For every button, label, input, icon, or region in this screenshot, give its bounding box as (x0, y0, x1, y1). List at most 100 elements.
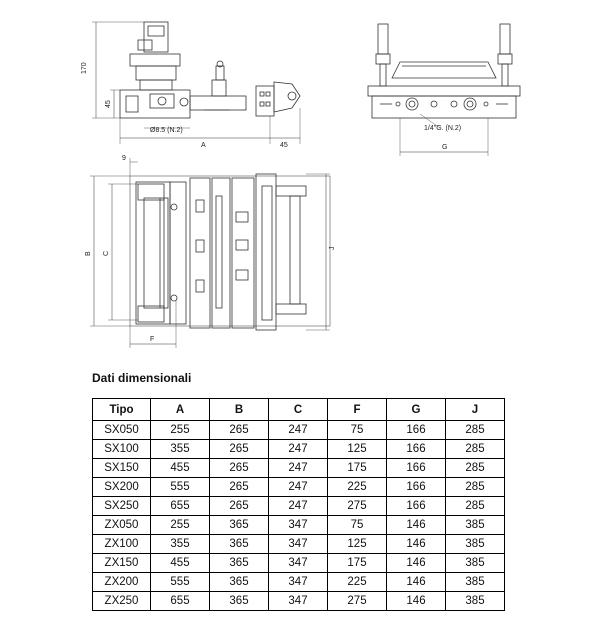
type-cell: SX150 (92, 458, 151, 478)
header-cell: J (445, 398, 505, 421)
value-cell: 385 (445, 553, 505, 573)
type-cell: ZX250 (92, 591, 151, 611)
value-cell: 265 (209, 439, 269, 459)
type-cell: SX250 (92, 496, 151, 516)
value-cell: 275 (327, 591, 387, 611)
value-cell: 166 (386, 458, 446, 478)
value-cell: 365 (209, 572, 269, 592)
value-cell: 347 (268, 591, 328, 611)
dim-inner-label: C (103, 251, 110, 256)
value-cell: 355 (150, 439, 210, 459)
type-cell: ZX050 (92, 515, 151, 535)
value-cell: 385 (445, 591, 505, 611)
dim-width-label: G (442, 144, 447, 151)
value-cell: 225 (327, 477, 387, 497)
dim-length-label: A (201, 142, 206, 149)
value-cell: 175 (327, 553, 387, 573)
value-cell: 385 (445, 572, 505, 592)
value-cell: 247 (268, 496, 328, 516)
side-view (92, 21, 301, 144)
dim-height-lower-label: 45 (105, 100, 112, 108)
section-title: Dati dimensionali (92, 371, 192, 385)
header-cell: C (268, 398, 328, 421)
value-cell: 655 (150, 496, 210, 516)
value-cell: 347 (268, 572, 328, 592)
value-cell: 146 (386, 553, 446, 573)
value-cell: 285 (445, 420, 505, 440)
type-cell: SX200 (92, 477, 151, 497)
value-cell: 247 (268, 420, 328, 440)
type-cell: ZX100 (92, 534, 151, 554)
value-cell: 255 (150, 515, 210, 535)
value-cell: 146 (386, 591, 446, 611)
type-cell: SX100 (92, 439, 151, 459)
value-cell: 265 (209, 458, 269, 478)
value-cell: 265 (209, 420, 269, 440)
value-cell: 225 (327, 572, 387, 592)
value-cell: 385 (445, 515, 505, 535)
dim-right-label: J (329, 247, 336, 251)
value-cell: 365 (209, 534, 269, 554)
hole-callout: Ø8.5 (N.2) (150, 127, 183, 134)
value-cell: 146 (386, 515, 446, 535)
dim-bottom-label: F (150, 336, 154, 343)
value-cell: 265 (209, 477, 269, 497)
type-cell: ZX200 (92, 572, 151, 592)
value-cell: 385 (445, 534, 505, 554)
value-cell: 285 (445, 458, 505, 478)
value-cell: 255 (150, 420, 210, 440)
type-cell: ZX150 (92, 553, 151, 573)
header-cell: G (386, 398, 446, 421)
dim-outer-label: B (85, 251, 92, 256)
value-cell: 347 (268, 515, 328, 535)
value-cell: 365 (209, 553, 269, 573)
value-cell: 285 (445, 477, 505, 497)
value-cell: 347 (268, 553, 328, 573)
header-cell: A (150, 398, 210, 421)
value-cell: 555 (150, 477, 210, 497)
value-cell: 75 (327, 420, 387, 440)
value-cell: 247 (268, 458, 328, 478)
value-cell: 365 (209, 515, 269, 535)
dim-offset-label: 9 (122, 155, 126, 162)
value-cell: 365 (209, 591, 269, 611)
technical-drawing: 170 45 Ø8.5 (N.2) A 45 1/4"G. (N.2) G 9 … (81, 21, 521, 348)
value-cell: 166 (386, 420, 446, 440)
dim-end-label: 45 (280, 142, 288, 149)
value-cell: 355 (150, 534, 210, 554)
value-cell: 75 (327, 515, 387, 535)
value-cell: 555 (150, 572, 210, 592)
end-view (367, 23, 521, 156)
value-cell: 247 (268, 439, 328, 459)
value-cell: 166 (386, 477, 446, 497)
value-cell: 655 (150, 591, 210, 611)
value-cell: 146 (386, 534, 446, 554)
value-cell: 175 (327, 458, 387, 478)
value-cell: 125 (327, 534, 387, 554)
type-cell: SX050 (92, 420, 151, 440)
table-header-row: Tipo A B C F G J (92, 398, 505, 421)
top-view (90, 158, 331, 348)
value-cell: 455 (150, 458, 210, 478)
value-cell: 347 (268, 534, 328, 554)
value-cell: 166 (386, 439, 446, 459)
header-cell: B (209, 398, 269, 421)
port-callout: 1/4"G. (N.2) (424, 125, 461, 132)
value-cell: 275 (327, 496, 387, 516)
value-cell: 166 (386, 496, 446, 516)
dim-height-total-label: 170 (81, 62, 88, 74)
value-cell: 265 (209, 496, 269, 516)
value-cell: 285 (445, 496, 505, 516)
value-cell: 247 (268, 477, 328, 497)
